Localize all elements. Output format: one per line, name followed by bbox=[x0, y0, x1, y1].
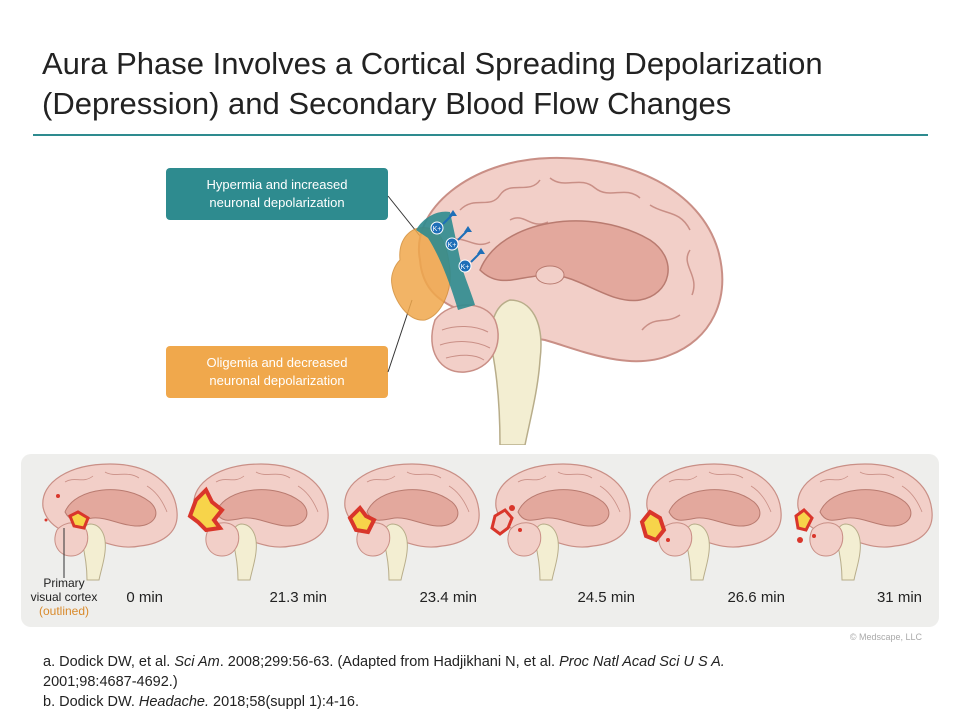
hyperemia-callout: Hypermia and increased neuronal depolari… bbox=[166, 168, 388, 220]
title-line-2: (Depression) and Secondary Blood Flow Ch… bbox=[42, 86, 732, 121]
activity-0-min bbox=[44, 494, 90, 530]
time-label-5: 31 min bbox=[876, 589, 922, 606]
corpus-callosum bbox=[479, 220, 669, 302]
slide-title: Aura Phase Involves a Cortical Spreading… bbox=[42, 44, 922, 124]
time-label-2: 23.4 min bbox=[419, 589, 477, 606]
oligemia-callout: Oligemia and decreased neuronal depolari… bbox=[166, 346, 388, 398]
reference-b: b. Dodick DW. Headache. 2018;58(suppl 1)… bbox=[43, 692, 923, 712]
copyright: © Medscape, LLC bbox=[849, 632, 922, 642]
activity-23-min bbox=[347, 504, 377, 535]
time-label-0: 0 min bbox=[126, 589, 163, 606]
time-label-3: 24.5 min bbox=[577, 589, 635, 606]
ref-b-authors: b. Dodick DW. bbox=[43, 694, 139, 710]
ref-a-journal: Sci Am bbox=[174, 654, 220, 670]
oligemia-line-2: neuronal depolarization bbox=[209, 373, 345, 388]
potassium-ions bbox=[430, 221, 472, 273]
title-line-1: Aura Phase Involves a Cortical Spreading… bbox=[42, 46, 823, 81]
ref-a-journal-2: Proc Natl Acad Sci U S A. bbox=[559, 654, 725, 670]
pvc-line-2: visual cortex bbox=[30, 590, 98, 604]
reference-a-line-2: 2001;98:4687-4692.) bbox=[43, 674, 178, 690]
reference-a: a. Dodick DW, et al. Sci Am. 2008;299:56… bbox=[43, 652, 923, 672]
hyperemia-band bbox=[416, 211, 475, 310]
activity-24-min bbox=[490, 505, 522, 536]
ref-b-journal: Headache. bbox=[138, 694, 210, 710]
activity-26-min bbox=[639, 509, 670, 543]
primary-visual-cortex-label: Primary visual cortex (outlined) bbox=[28, 576, 100, 618]
time-label-1: 21.3 min bbox=[269, 589, 327, 606]
pvc-line-3: (outlined) bbox=[38, 604, 90, 618]
ion-label-3: K+ bbox=[461, 264, 470, 271]
ref-a-detail: . 2008;299:56-63. (Adapted from Hadjikha… bbox=[219, 654, 560, 670]
ion-label-1: K+ bbox=[433, 226, 442, 233]
title-divider bbox=[33, 134, 928, 136]
ref-a-authors: a. Dodick DW, et al. bbox=[43, 654, 175, 670]
hyperemia-line-2: neuronal depolarization bbox=[209, 195, 345, 210]
ref-b-detail: 2018;58(suppl 1):4-16. bbox=[209, 694, 359, 710]
activity-21-min bbox=[187, 486, 225, 533]
sagittal-brain-illustration: K+ K+ K+ bbox=[391, 156, 724, 445]
timeline-panel bbox=[21, 454, 939, 627]
oligemia-line-1: Oligemia and decreased bbox=[206, 355, 348, 370]
ion-label-2: K+ bbox=[448, 242, 457, 249]
hyperemia-line-1: Hypermia and increased bbox=[206, 177, 348, 192]
activity-31-min bbox=[794, 508, 816, 543]
pvc-line-1: Primary bbox=[43, 576, 85, 590]
time-label-4: 26.6 min bbox=[727, 589, 785, 606]
references: a. Dodick DW, et al. Sci Am. 2008;299:56… bbox=[43, 652, 923, 712]
